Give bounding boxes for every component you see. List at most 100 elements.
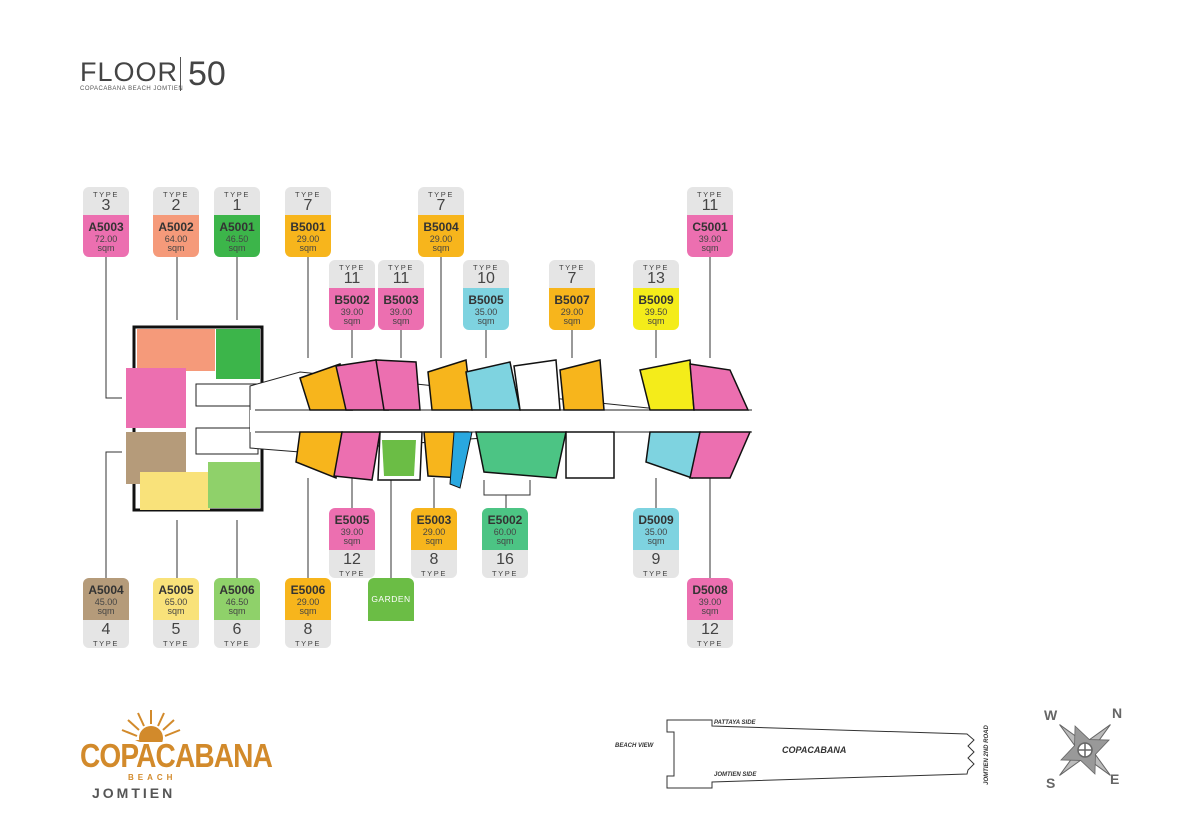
- type-number: 3: [101, 197, 111, 214]
- key-plan-outline: [666, 719, 975, 789]
- unit-code: A5004: [88, 583, 124, 597]
- unit-code: B5001: [290, 220, 326, 234]
- unit-area: 29.00: [296, 597, 320, 607]
- unit-code: A5006: [219, 583, 255, 597]
- type-number: 7: [567, 270, 577, 287]
- unit-code: A5002: [158, 220, 194, 234]
- floor-divider: [180, 57, 181, 91]
- unit-area: 29.00: [422, 527, 446, 537]
- type-number: 1: [232, 197, 242, 214]
- type-number: 7: [436, 197, 446, 214]
- key-plan-beach-view: BEACH VIEW: [615, 743, 654, 749]
- floor-number: 50: [188, 55, 226, 93]
- unit-area: 65.00: [164, 597, 188, 607]
- type-number: 9: [651, 551, 661, 568]
- unit-code: A5001: [219, 220, 255, 234]
- unit-a5005-area: [140, 472, 210, 510]
- compass-rose: N E S W: [1040, 705, 1130, 795]
- unit-code: B5009: [638, 293, 674, 307]
- floor-label: FLOOR: [80, 57, 179, 87]
- unit-area: 39.00: [698, 597, 722, 607]
- type-number: 4: [101, 621, 111, 638]
- type-number: 12: [701, 621, 719, 638]
- unit-area: 46.50: [225, 597, 249, 607]
- unit-area: 39.00: [389, 307, 413, 317]
- key-plan-name: COPACABANA: [782, 745, 847, 755]
- compass-icon: [1059, 724, 1111, 776]
- key-plan: BEACH VIEW PATTAYA SIDE JOMTIEN SIDE COP…: [612, 712, 1002, 802]
- type-number: 7: [303, 197, 313, 214]
- copacabana-logo: COPACABANA BEACH JOMTIEN: [80, 708, 273, 803]
- unit-area: 35.00: [644, 527, 668, 537]
- unit-code: B5003: [383, 293, 419, 307]
- leader-lines: [105, 256, 711, 578]
- unit-area: 39.00: [340, 527, 364, 537]
- compass-n: N: [1112, 705, 1123, 721]
- unit-a5001-area: [216, 329, 260, 379]
- unit-code: B5004: [423, 220, 459, 234]
- logo-jomtien-text: JOMTIEN: [92, 785, 176, 801]
- unit-code: E5005: [334, 513, 370, 527]
- unit-a5003-area: [126, 368, 186, 428]
- unit-code: D5008: [692, 583, 728, 597]
- logo-wordmark: COPACABANA: [80, 737, 273, 774]
- unit-area: 39.00: [698, 234, 722, 244]
- type-number: 10: [477, 270, 495, 287]
- unit-code: E5006: [290, 583, 326, 597]
- unit-code: B5007: [554, 293, 590, 307]
- unit-code: C5001: [692, 220, 728, 234]
- type-number: 5: [171, 621, 181, 638]
- unit-code: E5002: [487, 513, 523, 527]
- unit-area: 72.00: [94, 234, 118, 244]
- compass-s: S: [1046, 775, 1056, 791]
- key-plan-pattaya-side: PATTAYA SIDE: [714, 720, 756, 726]
- type-number: 11: [701, 197, 719, 214]
- unit-code: A5005: [158, 583, 194, 597]
- garden-tag[interactable]: GARDEN: [368, 578, 414, 621]
- unit-area: 60.00: [493, 527, 517, 537]
- unit-code: D5009: [638, 513, 674, 527]
- unit-code: B5005: [468, 293, 504, 307]
- unit-code: A5003: [88, 220, 124, 234]
- key-plan-jomtien-side: JOMTIEN SIDE: [714, 772, 757, 778]
- unit-area: 64.00: [164, 234, 188, 244]
- key-plan-road: JOMTIEN 2ND ROAD: [983, 725, 990, 785]
- compass-e: E: [1110, 771, 1120, 787]
- unit-area: 39.00: [340, 307, 364, 317]
- floor-subtitle: COPACABANA BEACH JOMTIEN: [80, 86, 184, 92]
- type-number: 13: [647, 270, 665, 287]
- unit-area: 35.00: [474, 307, 498, 317]
- unit-code: B5002: [334, 293, 370, 307]
- compass-w: W: [1044, 707, 1058, 723]
- type-number: 6: [232, 621, 242, 638]
- unit-area: 29.00: [429, 234, 453, 244]
- unit-area: 45.00: [94, 597, 118, 607]
- unit-a5002-area: [137, 329, 215, 371]
- unit-a5006-area: [208, 462, 260, 508]
- type-number: 11: [392, 270, 410, 287]
- type-number: 11: [343, 270, 361, 287]
- type-number: 2: [171, 197, 181, 214]
- unit-area: 29.00: [296, 234, 320, 244]
